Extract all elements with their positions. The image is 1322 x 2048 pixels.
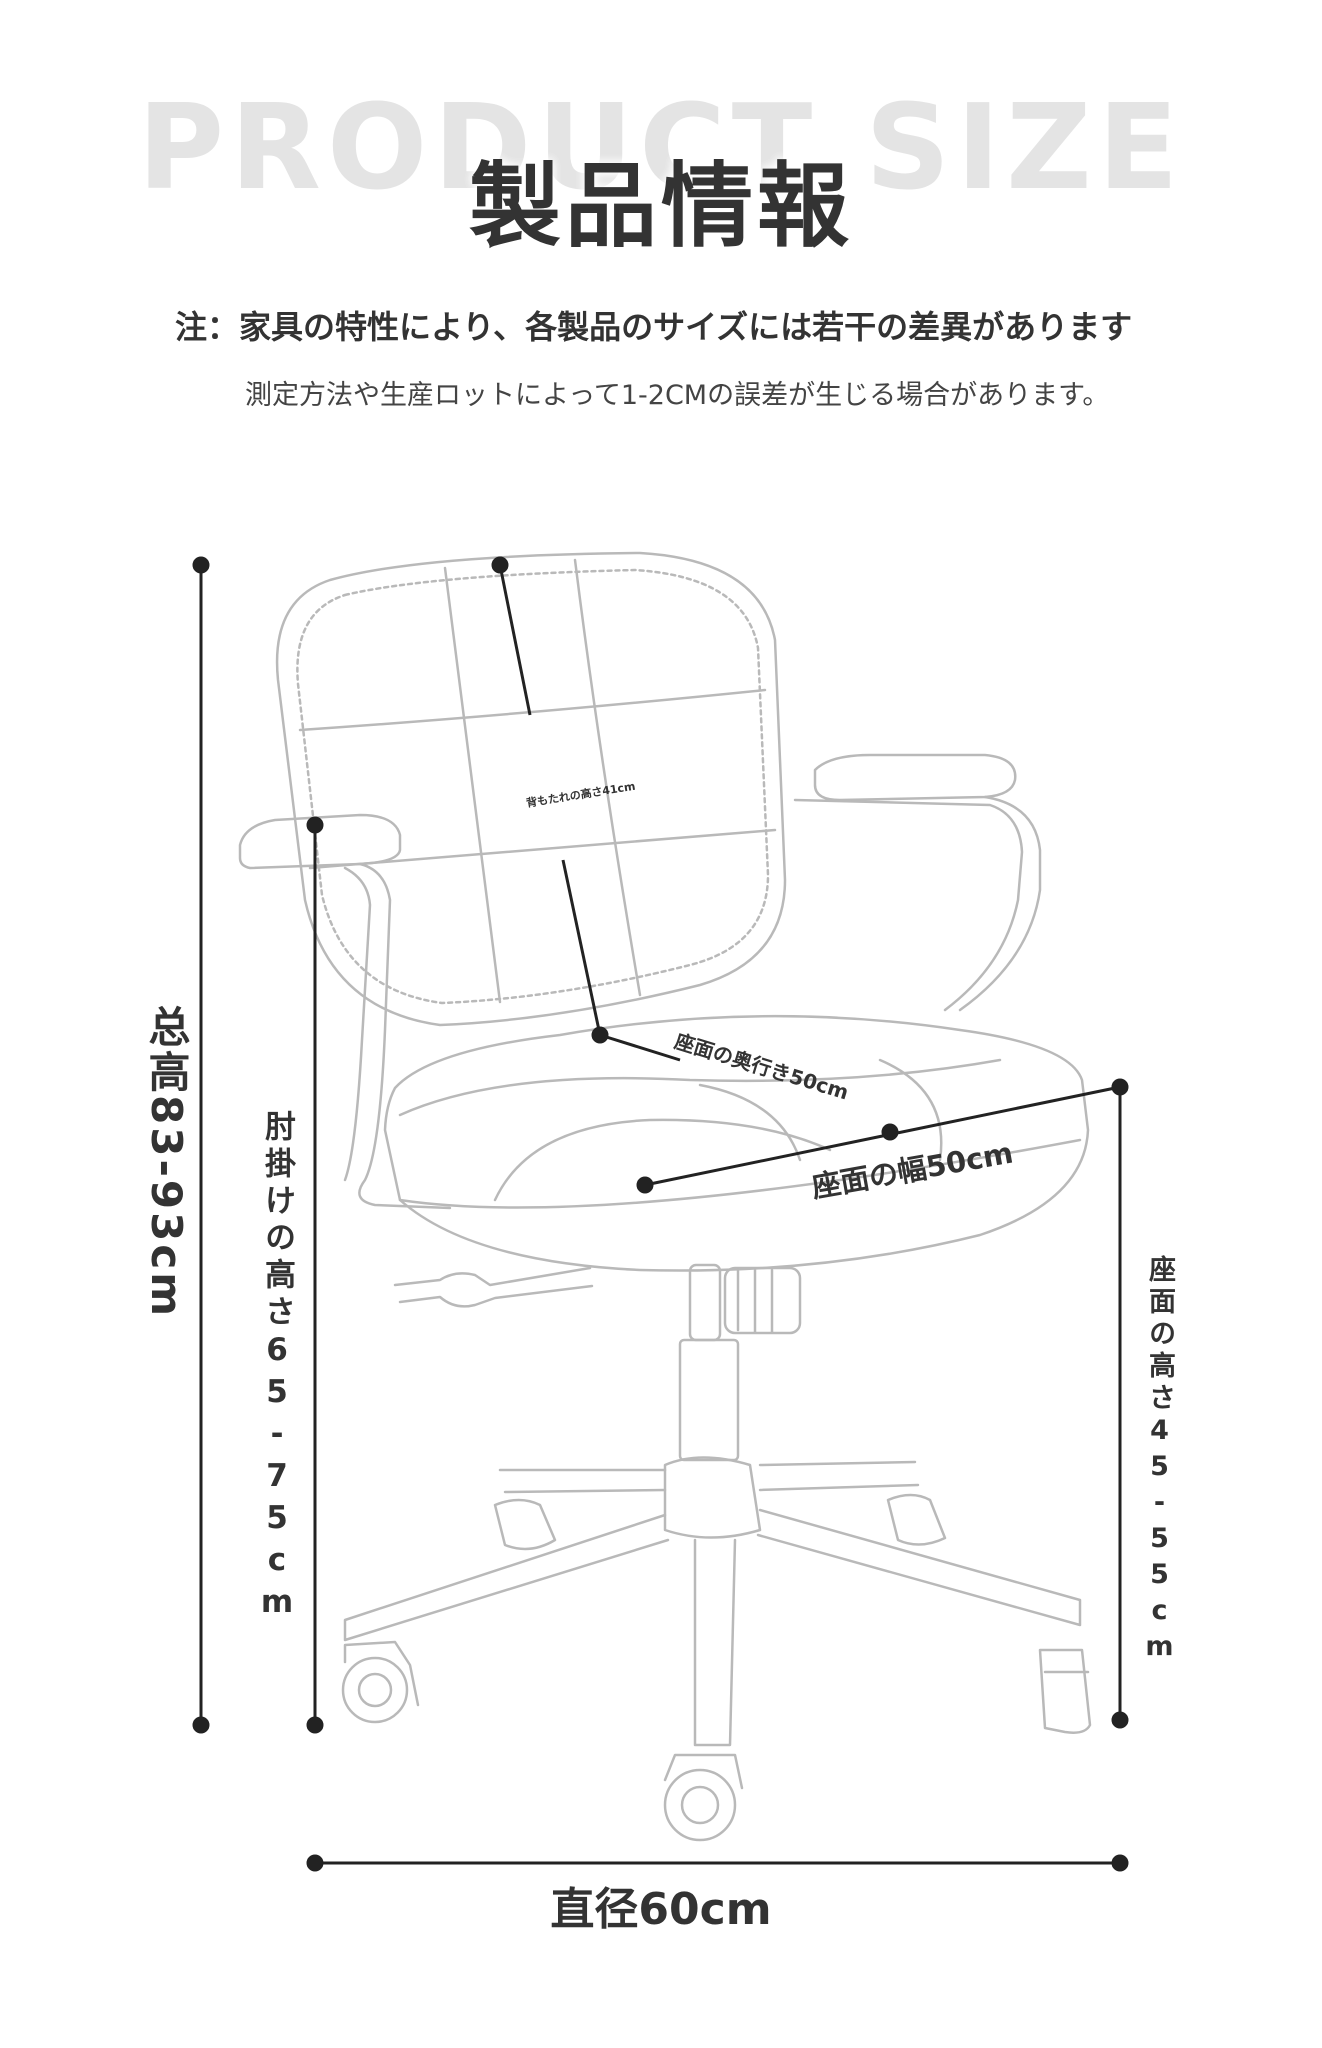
note-line-1: 注：家具の特性により、各製品のサイズには若干の差異があります [175, 308, 1133, 346]
background-title: PRODUCT SIZE [137, 78, 1185, 216]
chair-outline [238, 551, 1092, 1842]
base-diameter-label: 直径60cm [550, 1884, 772, 1935]
page-title: 製品情報 [468, 153, 853, 260]
total-height-label: 总高83-93cm [142, 1005, 191, 1319]
seat-height-label: 座面の高さ45-55cm [1144, 1255, 1175, 1667]
note-line-2: 測定方法や生産ロットによって1-2CMの誤差が生じる場合があります。 [245, 380, 1110, 411]
dimension-lines [192, 556, 1129, 1872]
armrest-height-label: 肘掛けの高さ65-75cm [259, 1110, 295, 1626]
